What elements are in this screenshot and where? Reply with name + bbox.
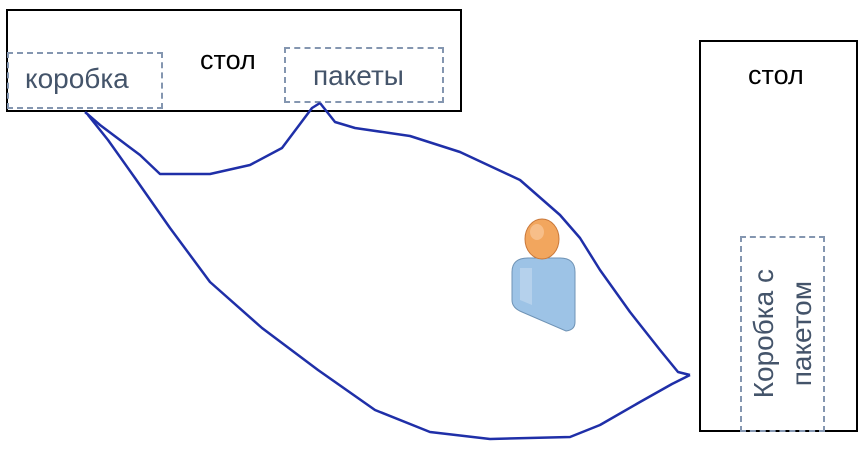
table-top-label: стол <box>200 45 256 75</box>
table-top <box>6 9 462 112</box>
path-return-inner <box>92 113 690 380</box>
box-area <box>7 52 163 109</box>
box-with-package-area <box>740 236 825 432</box>
path-return-lower <box>87 114 691 441</box>
path-packages-to-target <box>319 102 691 377</box>
table-right-label: стол <box>748 60 804 90</box>
box-label: коробка <box>25 63 129 94</box>
packages-label: пакеты <box>313 60 404 91</box>
person-icon <box>511 218 576 332</box>
path-box-to-packages <box>84 101 321 176</box>
packages-area <box>284 47 444 103</box>
